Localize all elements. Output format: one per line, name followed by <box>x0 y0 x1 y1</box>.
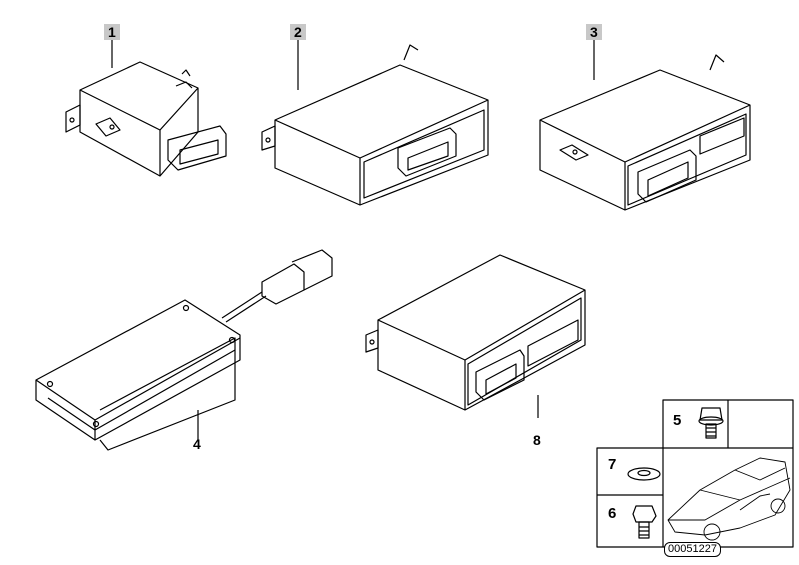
hex-bolt-icon <box>632 505 657 539</box>
hardware-table <box>596 399 794 548</box>
callout-8[interactable]: 8 <box>533 432 541 448</box>
control-unit-8[interactable] <box>365 254 586 418</box>
table-label-7[interactable]: 7 <box>608 456 617 473</box>
control-unit-3[interactable] <box>539 40 751 211</box>
reference-number: 00051227 <box>664 542 721 557</box>
table-label-6[interactable]: 6 <box>608 505 617 522</box>
car-illustration-icon <box>667 457 791 541</box>
control-unit-1[interactable] <box>65 40 227 177</box>
control-unit-2[interactable] <box>261 40 489 206</box>
table-label-5[interactable]: 5 <box>673 412 682 429</box>
callout-2[interactable]: 2 <box>290 24 306 40</box>
callout-1[interactable]: 1 <box>104 24 120 40</box>
control-unit-4[interactable] <box>35 249 333 451</box>
washer-icon <box>627 467 661 481</box>
callout-3[interactable]: 3 <box>586 24 602 40</box>
flange-bolt-icon <box>698 407 724 439</box>
callout-4[interactable]: 4 <box>193 436 201 452</box>
